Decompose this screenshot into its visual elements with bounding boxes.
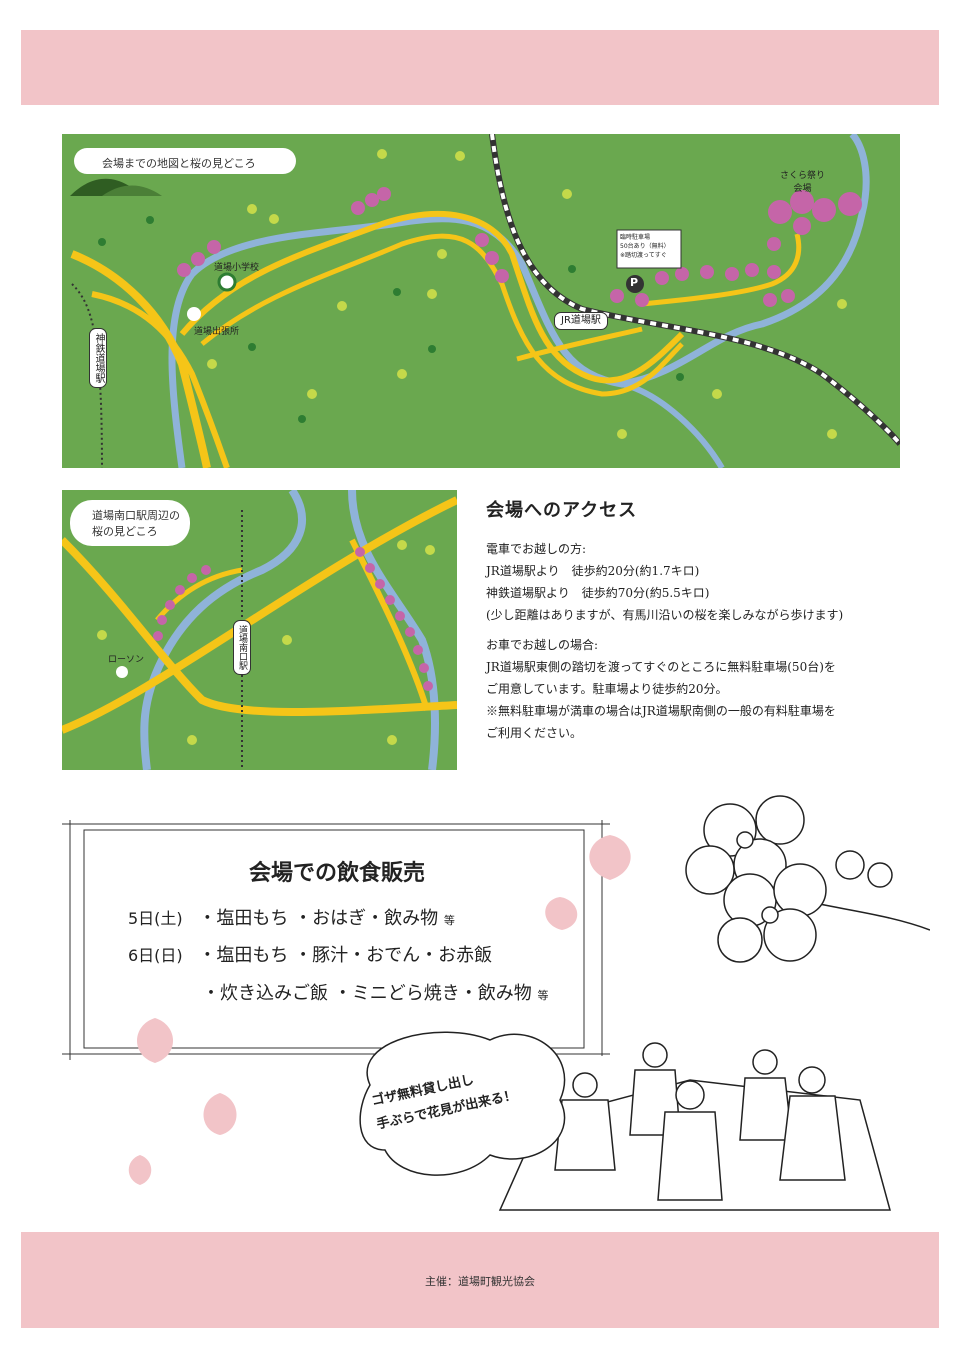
petal-icon	[128, 1155, 152, 1185]
school-label: 道場小学校	[214, 263, 260, 273]
train-heading: 電車でお越しの方:	[486, 542, 587, 556]
food-title: 会場での飲食販売	[248, 861, 425, 886]
car-heading: お車でお越しの場合:	[486, 638, 599, 652]
callout-bubble	[359, 1031, 566, 1176]
sub-map: 道場南口駅周辺の 桜の見どころ 道場南口駅 ローソン	[62, 490, 457, 770]
sub-map-title-line1: 道場南口駅周辺の	[92, 509, 180, 522]
food-day2-items2: ・炊き込みご飯 ・ミニどら焼き・飲み物	[202, 983, 532, 1004]
train-jr: JR道場駅より 徒歩約20分(約1.7キロ)	[486, 564, 700, 578]
bottom-banner	[21, 1232, 939, 1328]
parking-sign-line1: 臨時駐車場	[620, 234, 651, 241]
car-line2: ご用意しています。駐車場より徒歩約20分。	[486, 682, 728, 696]
petal-icon	[545, 897, 578, 930]
shintetsu-station-label: 神鉄道場駅	[89, 328, 107, 388]
venue-label-line2: 会場	[793, 184, 812, 194]
venue-label: さくら祭り 会場	[780, 170, 825, 196]
road-route	[179, 211, 685, 384]
parking-marker	[626, 275, 644, 293]
dark-trees	[98, 216, 684, 423]
petal-icon	[589, 835, 631, 880]
sakura-blossom-icon	[685, 795, 930, 963]
mountain-icon-2	[102, 185, 162, 196]
access-section: 会場へのアクセス 電車でお越しの方: JR道場駅より 徒歩約20分(約1.7キロ…	[486, 496, 916, 744]
office-marker	[187, 307, 201, 321]
office-label: 道場出張所	[194, 327, 240, 337]
sub-river-east	[348, 490, 439, 770]
petal-icon	[136, 1018, 174, 1063]
organizer-text: 主催：道場町観光協会	[425, 1275, 535, 1288]
food-day2-suffix: 等	[537, 989, 549, 1002]
sub-river	[140, 490, 306, 770]
school-marker	[217, 272, 237, 292]
food-day1-items: ・塩田もち ・おはぎ・飲み物	[198, 908, 439, 929]
food-day1-suffix: 等	[443, 914, 455, 927]
sub-road-east	[349, 538, 430, 711]
petal-icon	[203, 1093, 237, 1135]
sub-small-trees	[97, 540, 435, 745]
car-line4: ご利用ください。	[486, 726, 583, 740]
car-line3: ※無料駐車場が満車の場合はJR道場駅南側の一般の有料駐車場を	[486, 704, 836, 718]
jr-station-label: JR道場駅	[554, 312, 608, 330]
minamiguchi-station-label: 道場南口駅	[233, 620, 251, 675]
road-west-2	[91, 291, 230, 468]
food-day2-label: 6日(日)	[128, 946, 183, 965]
lawson-marker	[116, 666, 128, 678]
access-title: 会場へのアクセス	[486, 500, 638, 521]
parking-sign-board	[616, 229, 682, 269]
food-day1: 5日(土) ・塩田もち ・おはぎ・飲み物 等	[128, 904, 455, 930]
parking-icon: P	[630, 276, 639, 289]
main-map-title: 会場までの地図と桜の見どころ	[102, 157, 256, 170]
parking-sign-line3: ※踏切渡ってすぐ	[620, 252, 667, 259]
sub-road-south	[62, 537, 457, 716]
main-map-title-bubble: 会場までの地図と桜の見どころ	[74, 148, 296, 174]
sub-map-title: 道場南口駅周辺の 桜の見どころ	[92, 508, 180, 540]
parking-sign-line2: 50台あり（無料）	[620, 243, 670, 250]
train-shintetsu: 神鉄道場駅より 徒歩約70分(約5.5キロ)	[486, 586, 710, 600]
lawson-label: ローソン	[108, 655, 145, 665]
road-to-venue	[641, 233, 802, 307]
road-west	[70, 250, 211, 468]
sakura-trees	[177, 187, 862, 307]
small-trees	[207, 149, 847, 439]
car-line1: JR道場駅東側の踏切を渡ってすぐのところに無料駐車場(50台)を	[486, 660, 836, 674]
sub-map-title-bubble: 道場南口駅周辺の 桜の見どころ	[70, 500, 190, 546]
food-day1-label: 5日(土)	[128, 909, 183, 928]
food-day2-items: ・塩田もち ・豚汁・おでん・お赤飯	[198, 945, 493, 966]
top-banner	[21, 30, 939, 105]
main-map: 会場までの地図と桜の見どころ さくら祭り 会場 JR道場駅 神鉄道場駅 道場小学…	[62, 134, 900, 468]
main-map-graphics	[70, 134, 900, 468]
train-note: (少し距離はありますが、有馬川沿いの桜を楽しみながら歩けます)	[486, 608, 844, 622]
river	[168, 134, 870, 468]
road-link	[516, 326, 643, 362]
sub-sakura-trees	[153, 547, 433, 691]
jr-railway-dash	[490, 134, 900, 446]
sub-road-link	[155, 567, 243, 622]
picnic-illustration	[359, 795, 930, 1211]
parking-sign: 臨時駐車場 50台あり（無料） ※踏切渡ってすぐ	[620, 233, 670, 260]
food-day2-line2: ・炊き込みご飯 ・ミニどら焼き・飲み物 等	[202, 979, 548, 1005]
venue-label-line1: さくら祭り	[780, 171, 826, 181]
sub-map-title-line2: 桜の見どころ	[92, 525, 158, 538]
people-icon	[554, 1042, 846, 1201]
food-day2: 6日(日) ・塩田もち ・豚汁・おでん・お赤飯	[128, 941, 492, 967]
